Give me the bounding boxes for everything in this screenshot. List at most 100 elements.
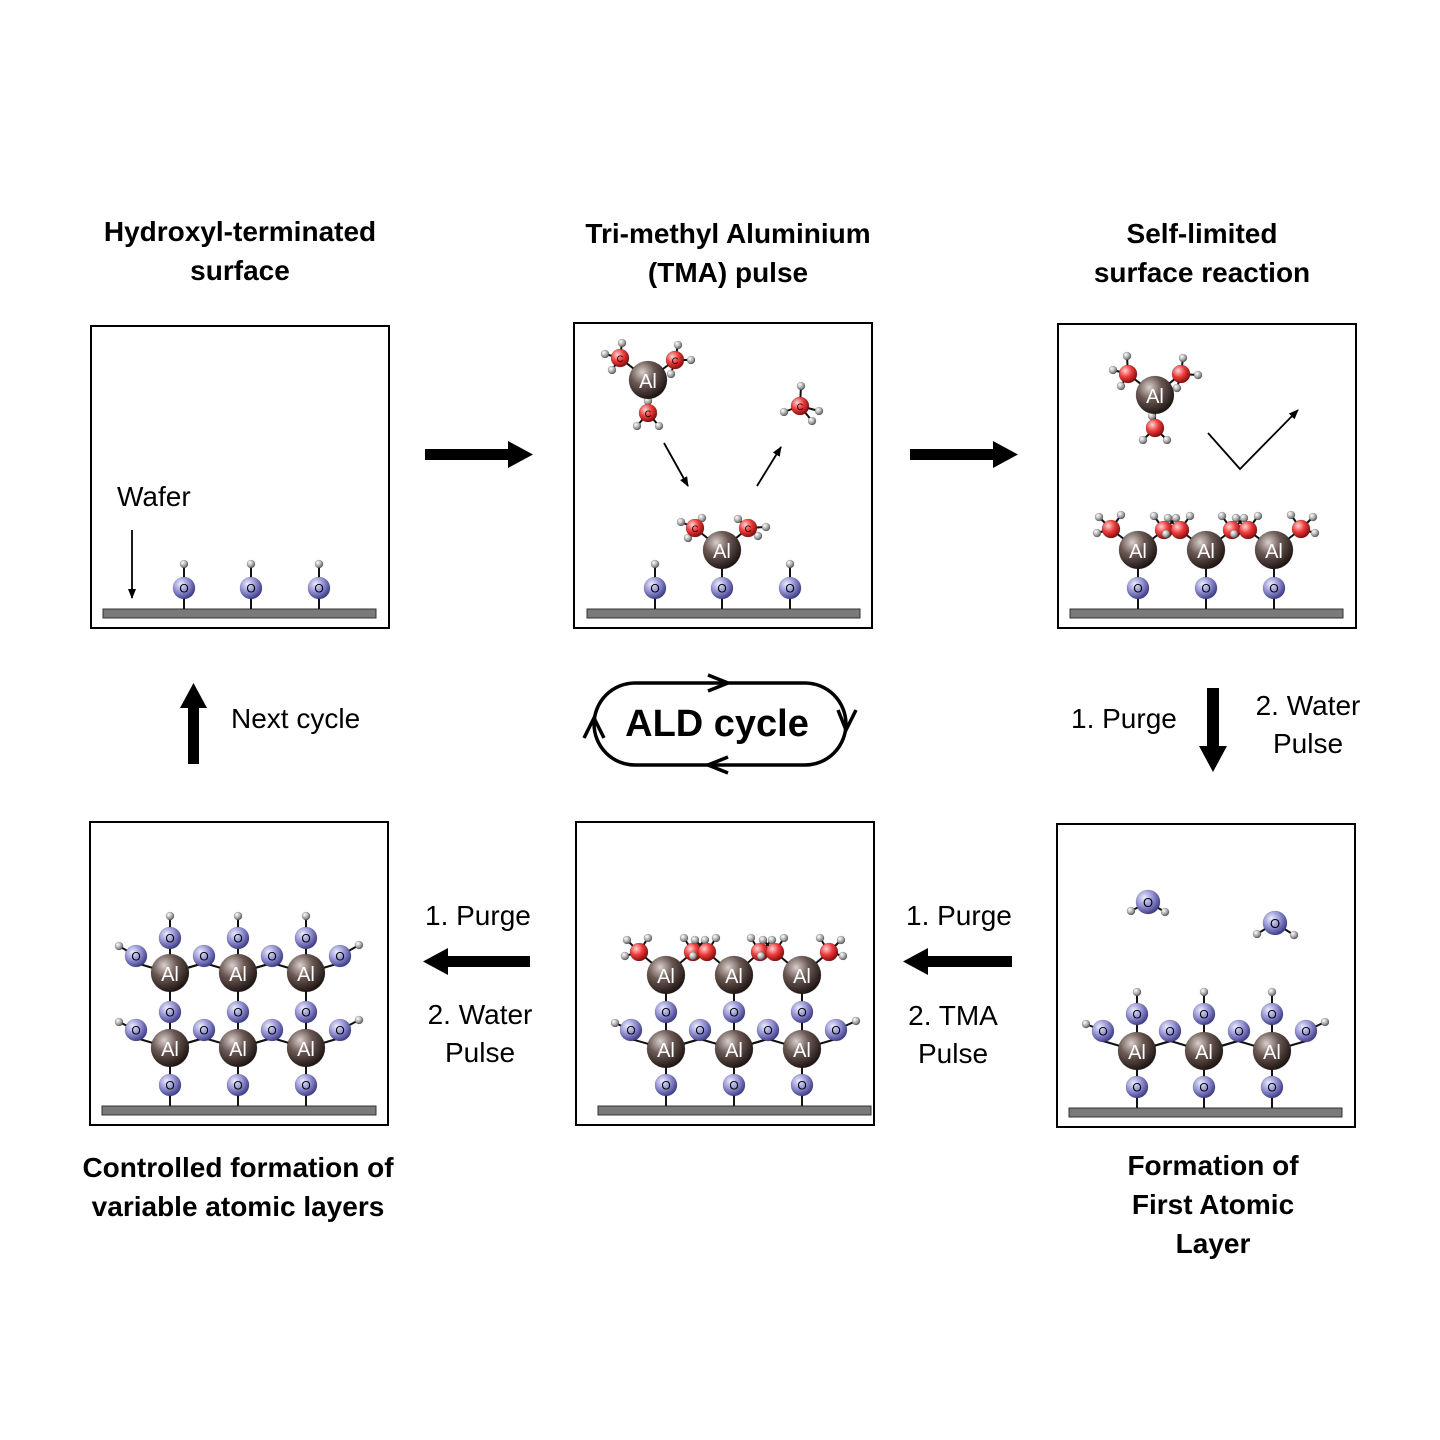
hydrogen-atom — [1132, 987, 1142, 997]
oxygen-atom — [710, 576, 734, 600]
oxygen-atom — [654, 1073, 678, 1097]
oxygen-atom-label: O — [165, 1006, 174, 1020]
hydrogen-atom — [1252, 929, 1262, 939]
wafer-substrate — [102, 608, 377, 619]
carbon-atom — [1291, 519, 1311, 539]
hydrogen-atom — [1116, 381, 1126, 391]
oxygen-atom-label: O — [831, 1024, 840, 1038]
oxygen-atom — [1260, 1075, 1284, 1099]
oxygen-atom-label: O — [626, 1024, 635, 1038]
oxygen-atom — [790, 1000, 814, 1024]
hydrogen-atom — [610, 1018, 620, 1028]
wafer-substrate — [101, 1105, 377, 1116]
arrow-to-second-layer — [903, 948, 1012, 975]
hydrogen-atom — [688, 951, 698, 961]
carbon-atom — [1118, 364, 1138, 384]
left-step-water-pulse: 2. Water Pulse — [427, 999, 533, 1068]
oxygen-atom — [158, 1000, 182, 1024]
arrow-next-cycle-up — [180, 683, 207, 764]
carbon-atom — [738, 518, 758, 538]
carbon-atom — [1101, 519, 1121, 539]
oxygen-atom-label: O — [1132, 1081, 1141, 1095]
aluminium-atom-label: Al — [713, 541, 731, 563]
oxygen-atom-label: O — [797, 1006, 806, 1020]
right-step-water-pulse: 2. Water Pulse — [1255, 690, 1361, 759]
hydrogen-atom — [1161, 529, 1171, 539]
oxygen-atom-label: O — [301, 932, 310, 946]
oxygen-atom — [1260, 1002, 1284, 1026]
wafer-substrate — [586, 608, 861, 619]
hydrogen-atom — [1092, 528, 1102, 538]
oxygen-atom-label: O — [301, 1006, 310, 1020]
aluminium-atom-label: Al — [1195, 1042, 1213, 1064]
oxygen-atom-label: O — [1165, 1025, 1174, 1039]
aluminium-atom — [1254, 530, 1294, 570]
oxygen-atom-label: O — [1199, 1081, 1208, 1095]
hydrogen-atom — [1193, 370, 1203, 380]
oxygen-atom — [688, 1018, 712, 1042]
oxygen-atom-label: O — [1269, 582, 1278, 596]
aluminium-atom-label: Al — [725, 966, 743, 988]
oxygen-atom-label: O — [729, 1006, 738, 1020]
hydrogen-atom — [1229, 529, 1239, 539]
oxygen-atom — [158, 1073, 182, 1097]
aluminium-atom-label: Al — [1265, 541, 1283, 563]
hydrogen-atom — [1286, 510, 1296, 520]
aluminium-atom — [150, 953, 190, 993]
oxygen-atom — [192, 1018, 216, 1042]
title-self-limited: Self-limited surface reaction — [1093, 218, 1311, 288]
aluminium-atom — [1117, 1031, 1157, 1071]
hydrogen-atom — [779, 407, 789, 417]
hydrogen-atom — [179, 559, 189, 569]
oxygen-atom-label: O — [314, 582, 323, 596]
oxygen-atom — [1135, 889, 1161, 915]
aluminium-atom-label: Al — [1263, 1042, 1281, 1064]
hydrogen-atom — [807, 416, 817, 426]
hydrogen-atom — [746, 933, 756, 943]
carbon-atom-label: C — [645, 409, 652, 419]
oxygen-atom — [1194, 576, 1218, 600]
hydrogen-atom — [233, 911, 243, 921]
oxygen-atom — [239, 576, 263, 600]
arrow-to-tma — [425, 441, 533, 468]
oxygen-atom-label: O — [1267, 1008, 1276, 1022]
mid-step-purge: 1. Purge — [906, 900, 1012, 931]
oxygen-atom-label: O — [1301, 1025, 1310, 1039]
mid-step-tma-pulse: 2. TMA Pulse — [908, 1000, 998, 1069]
aluminium-atom — [646, 955, 686, 995]
carbon-atom — [1170, 520, 1190, 540]
aluminium-atom — [1186, 530, 1226, 570]
aluminium-atom-label: Al — [657, 1040, 675, 1062]
wafer-substrate — [1069, 608, 1344, 619]
aluminium-atom-label: Al — [639, 371, 657, 393]
hydrogen-atom — [1138, 435, 1148, 445]
wafer-label: Wafer — [117, 481, 191, 512]
oxygen-atom-label: O — [1270, 916, 1280, 931]
aluminium-atom — [218, 953, 258, 993]
carbon-atom-label: C — [617, 354, 624, 364]
hydrogen-atom — [1178, 353, 1188, 363]
right-step-purge: 1. Purge — [1071, 703, 1177, 734]
oxygen-atom — [328, 944, 352, 968]
oxygen-atom-label: O — [763, 1024, 772, 1038]
hydrogen-atom — [1308, 512, 1318, 522]
carbon-atom — [1171, 364, 1191, 384]
hydrogen-atom — [620, 951, 630, 961]
aluminium-atom — [218, 1028, 258, 1068]
hydrogen-atom — [679, 933, 689, 943]
oxygen-atom-label: O — [267, 1024, 276, 1038]
oxygen-atom — [1125, 1002, 1149, 1026]
oxygen-atom-label: O — [233, 1079, 242, 1093]
oxygen-atom-label: O — [1201, 582, 1210, 596]
oxygen-atom — [1158, 1019, 1182, 1043]
tma-incoming-arrow — [663, 442, 689, 487]
oxygen-atom — [619, 1018, 643, 1042]
hydrogen-atom — [650, 559, 660, 569]
arrow-to-self-limited — [910, 441, 1018, 468]
oxygen-atom — [124, 944, 148, 968]
oxygen-atom-label: O — [1267, 1081, 1276, 1095]
hydrogen-atom — [1163, 513, 1173, 523]
aluminium-atom-label: Al — [297, 1039, 315, 1061]
hydrogen-atom — [838, 951, 848, 961]
